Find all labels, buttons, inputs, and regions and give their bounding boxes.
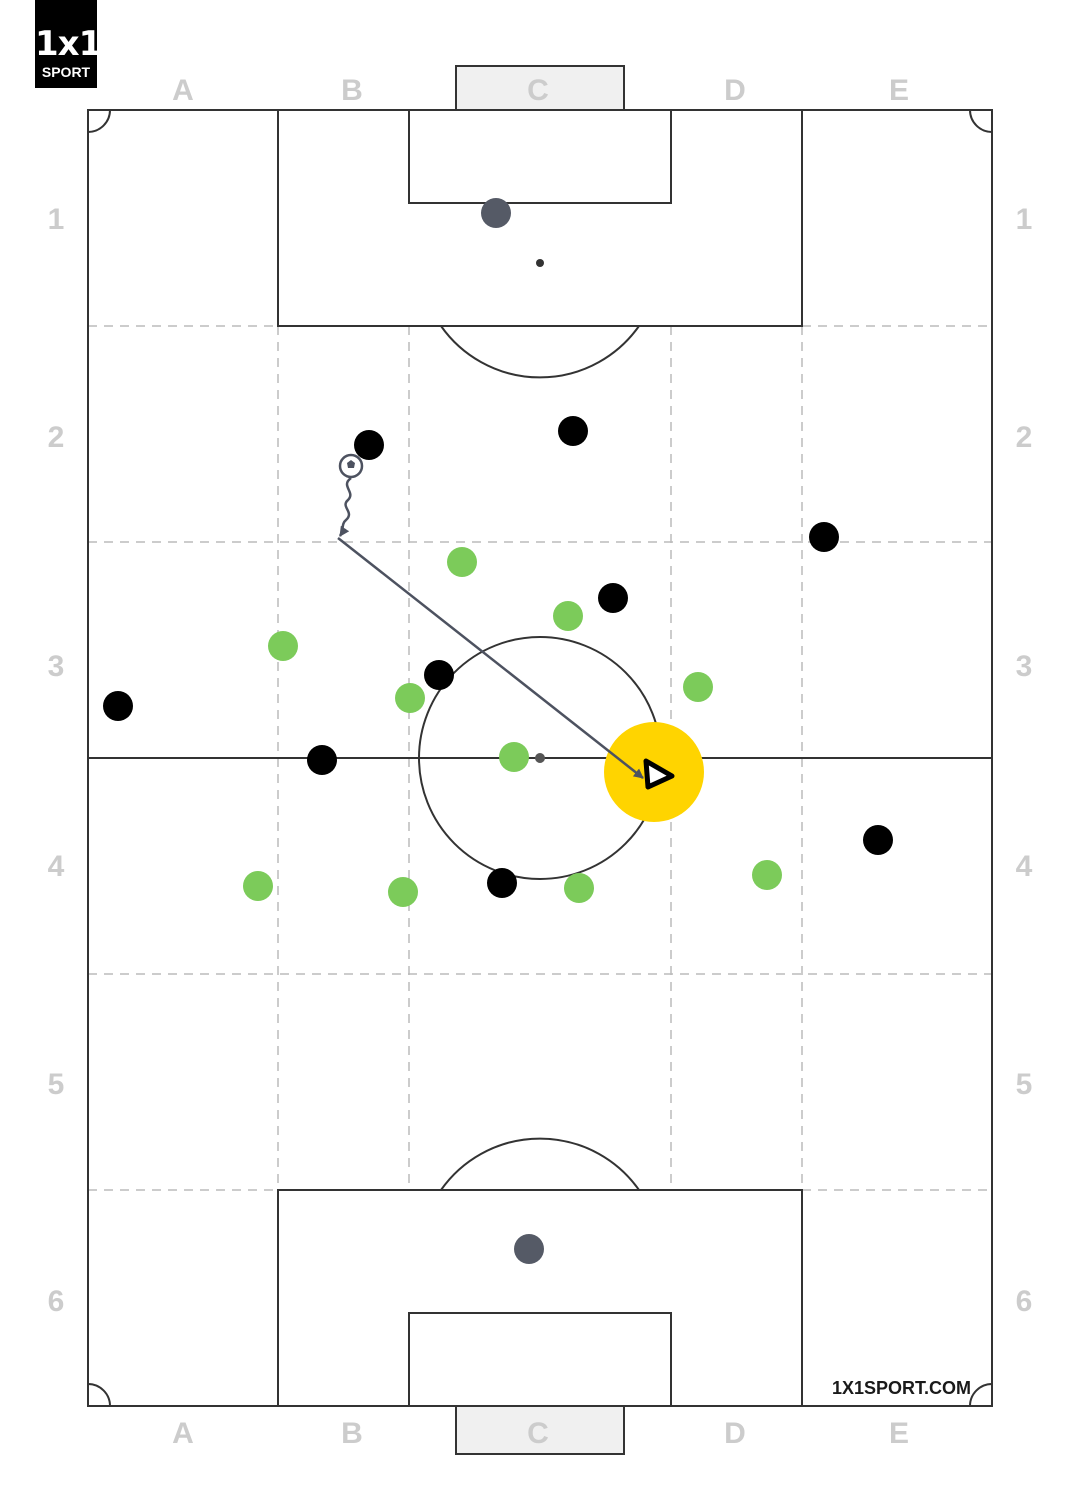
top-penalty-spot [536,259,544,267]
column-label: C [527,74,549,107]
cone-marker-icon [643,758,675,790]
player-black [809,522,839,552]
player-black [307,745,337,775]
player-green [564,873,594,903]
corner-arc-top-right [969,109,993,133]
player-black [558,416,588,446]
column-label: E [889,74,909,107]
bottom-goal-area [408,1312,672,1407]
top-penalty-arc [440,325,640,379]
center-spot [535,753,545,763]
players-layer [103,198,893,1264]
player-green [499,742,529,772]
player-green [683,672,713,702]
row-label: 3 [48,650,65,683]
logo-mark: 1x1 [35,24,102,64]
column-labels-bottom: A B C D E [172,1417,909,1450]
column-label: B [341,74,363,107]
pass-arrow [337,537,644,779]
corner-arc-top-left [87,109,111,133]
bottom-penalty-area [277,1189,803,1407]
bottom-penalty-arc [440,1137,640,1191]
player-green [388,877,418,907]
column-label: A [172,1417,194,1450]
row-labels-left: 1 2 3 4 5 6 [48,203,65,1318]
row-label: 4 [1016,850,1033,883]
player-black [487,868,517,898]
top-penalty-area [277,109,803,327]
row-label: 3 [1016,650,1033,683]
player-black [354,430,384,460]
player-black [424,660,454,690]
row-label: 2 [48,421,65,454]
top-goal-area [408,109,672,204]
ball-panel [347,460,355,468]
pitch-lines [87,109,993,1407]
player-green [752,860,782,890]
column-label: A [172,74,194,107]
soccer-ball-icon [338,453,364,479]
goalkeeper [481,198,511,228]
website-label: 1X1SPORT.COM [832,1378,972,1398]
row-label: 2 [1016,421,1033,454]
logo-word: SPORT [41,64,91,80]
column-label: B [341,1417,363,1450]
row-labels-right: 1 2 3 4 5 6 [1016,203,1033,1318]
column-label: E [889,1417,909,1450]
top-goal [455,65,625,111]
row-label: 6 [1016,1285,1033,1318]
column-label: D [724,1417,746,1450]
column-labels-top: A B C D E [172,74,909,107]
player-green [553,601,583,631]
player-green [268,631,298,661]
row-label: 6 [48,1285,65,1318]
player-green [395,683,425,713]
player-green [447,547,477,577]
row-label: 1 [48,203,65,236]
goalkeeper [514,1234,544,1264]
dribble-path [338,476,352,537]
player-black [598,583,628,613]
player-black [863,825,893,855]
player-black [103,691,133,721]
player-green [243,871,273,901]
corner-arc-bottom-left [87,1383,111,1407]
target-zone [604,722,704,822]
corner-arc-bottom-right [969,1383,993,1407]
brand-logo: 1x1 SPORT [35,0,102,88]
row-label: 1 [1016,203,1033,236]
row-label: 4 [48,850,65,883]
row-label: 5 [1016,1068,1033,1101]
row-label: 5 [48,1068,65,1101]
bottom-goal [455,1405,625,1455]
column-label: C [527,1417,549,1450]
column-label: D [724,74,746,107]
